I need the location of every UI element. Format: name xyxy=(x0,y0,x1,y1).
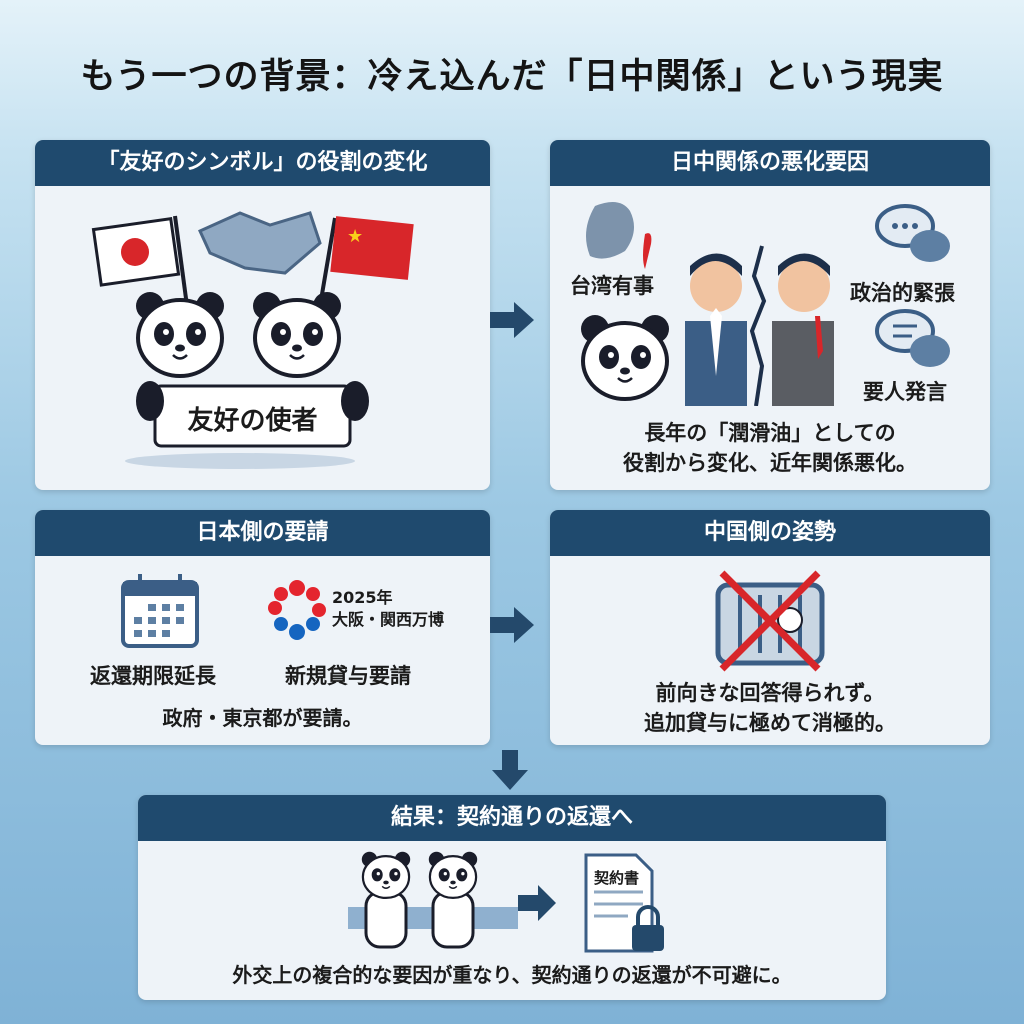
panel5-caption: 外交上の複合的な要因が重なり、契約通りの返還が不可避に。 xyxy=(232,963,792,987)
expo-name: 大阪・関西万博 xyxy=(332,610,445,629)
panel3-caption: 政府・東京都が要請。 xyxy=(162,706,363,730)
panel-deterioration-factors: 日中関係の悪化要因 台湾有事 政治的緊張 要人発言 長年の「潤滑油」としての 役… xyxy=(550,140,990,490)
label-taiwan-contingency: 台湾有事 xyxy=(570,274,654,298)
friendship-illustration: ★ xyxy=(91,211,414,469)
statement-bubbles-icon xyxy=(875,309,950,367)
arrow-down-icon xyxy=(492,750,528,790)
crack-icon xyxy=(749,245,767,406)
panel-header: 日中関係の悪化要因 xyxy=(550,140,990,186)
panda-left-icon xyxy=(360,850,412,900)
panel-japan-requests: 日本側の要請 2025年 大阪・関西万博 返還期限延長 新規貸与要請 政府・東京… xyxy=(35,510,490,745)
panel4-caption-line2: 追加貸与に極めて消極的。 xyxy=(644,711,896,735)
panel2-caption-line2: 役割から変化、近年関係悪化。 xyxy=(623,451,917,475)
label-return-extension: 返還期限延長 xyxy=(90,664,216,688)
panda-right-icon xyxy=(251,290,343,378)
expo-logo-icon xyxy=(268,580,326,640)
cancelled-panda-crate-icon xyxy=(715,570,825,672)
japan-politician-icon xyxy=(685,253,747,406)
panel-header: 中国側の姿勢 xyxy=(550,510,990,556)
arrow-right-icon xyxy=(490,302,534,338)
panel-header: 結果：契約通りの返還へ xyxy=(138,795,886,841)
arrow-right-icon xyxy=(490,607,534,643)
handshake-icon xyxy=(198,211,322,275)
panel-header: 日本側の要請 xyxy=(35,510,490,556)
panel4-caption-line1: 前向きな回答得られず。 xyxy=(655,681,885,705)
worried-panda-icon xyxy=(579,313,671,401)
panel-china-stance: 中国側の姿勢 前向きな回答得られず。 追加貸与に極めて消極的。 xyxy=(550,510,990,745)
panel-friendship-symbol: 「友好のシンボル」の役割の変化 ★ 友好の使者 xyxy=(35,140,490,490)
china-flag-icon: ★ xyxy=(318,216,414,307)
china-map-icon xyxy=(586,202,634,259)
page-title: もう一つの背景：冷え込んだ「日中関係」という現実 xyxy=(80,57,944,97)
japan-flag-icon xyxy=(91,215,189,307)
panel-header: 「友好のシンボル」の役割の変化 xyxy=(35,140,490,186)
label-new-loan-request: 新規貸与要請 xyxy=(285,664,411,688)
china-politician-icon xyxy=(772,253,834,406)
label-political-tension: 政治的緊張 xyxy=(850,281,955,305)
svg-text:★: ★ xyxy=(347,226,363,247)
panda-right-icon xyxy=(427,850,479,900)
contract-document-label: 契約書 xyxy=(594,869,640,887)
returning-pandas-illustration xyxy=(348,850,664,953)
panel-result: 結果：契約通りの返還へ 契約書 外交上の複合的な要因が重なり、契約通りの返還が不… xyxy=(138,795,886,1000)
arrow-right-icon xyxy=(518,885,556,921)
panda-left-icon xyxy=(134,290,226,378)
friendship-banner-text: 友好の使者 xyxy=(187,406,318,436)
taiwan-map-icon xyxy=(643,233,652,269)
panel2-caption-line1: 長年の「潤滑油」としての xyxy=(644,421,896,445)
calendar-icon xyxy=(121,574,199,648)
lock-icon xyxy=(632,905,664,951)
label-officials-remarks: 要人発言 xyxy=(863,380,947,404)
deterioration-illustration xyxy=(579,202,950,406)
speech-bubbles-icon xyxy=(875,204,950,262)
expo-year: 2025年 xyxy=(332,588,393,607)
